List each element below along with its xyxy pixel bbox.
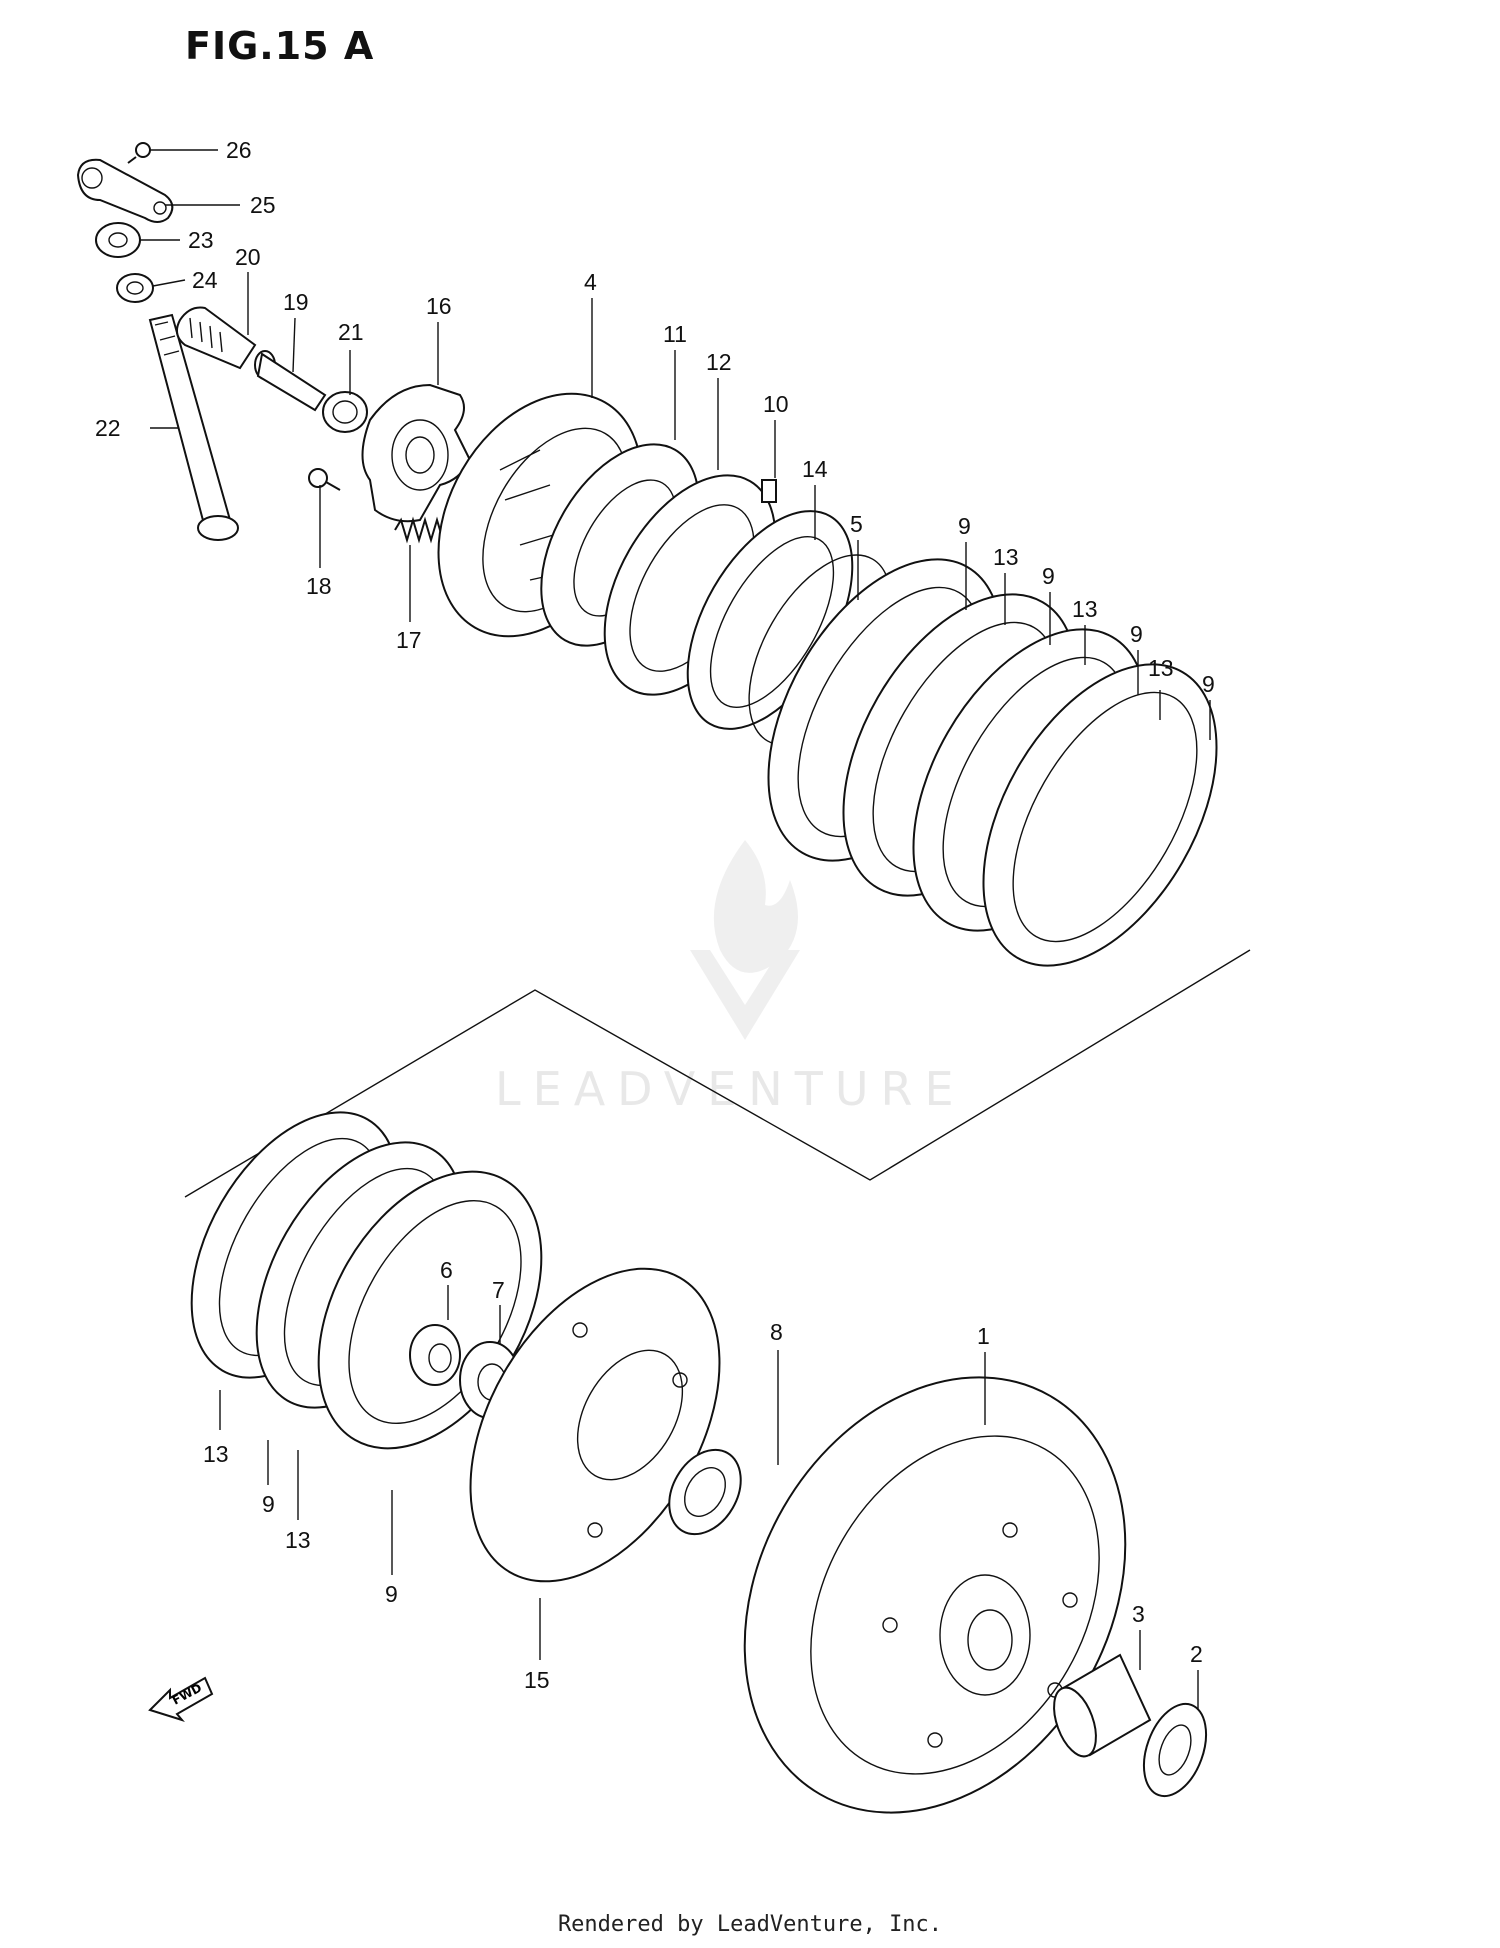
callout-13d: 13 bbox=[203, 1441, 229, 1467]
part-24-washer bbox=[116, 273, 154, 303]
watermark: LEADVENTURE bbox=[495, 840, 966, 1116]
part-26-screw bbox=[127, 142, 151, 164]
part-22-shaft bbox=[148, 313, 239, 541]
clutch-plate-stack-top bbox=[767, 558, 1218, 967]
callout-7: 7 bbox=[492, 1277, 505, 1303]
callout-12: 12 bbox=[706, 349, 732, 375]
callout-20: 20 bbox=[235, 244, 261, 270]
callout-25: 25 bbox=[250, 192, 276, 218]
callout-14: 14 bbox=[802, 456, 828, 482]
callout-18: 18 bbox=[306, 573, 332, 599]
callout-labels: 26 25 23 24 20 19 22 21 16 18 17 4 11 12… bbox=[95, 137, 1215, 1693]
footer-credit: Rendered by LeadVenture, Inc. bbox=[557, 1912, 943, 1937]
watermark-text: LEADVENTURE bbox=[495, 1062, 966, 1116]
part-2-washer bbox=[1142, 1702, 1208, 1798]
part-20-push-rod bbox=[175, 306, 257, 370]
callout-9a: 9 bbox=[958, 513, 971, 539]
part-3-spacer bbox=[1053, 1653, 1152, 1758]
part-19-pin bbox=[254, 350, 327, 412]
part-6-nut bbox=[409, 1324, 461, 1386]
callout-6: 6 bbox=[440, 1257, 453, 1283]
section-break-line bbox=[184, 949, 1251, 1198]
callout-8: 8 bbox=[770, 1319, 783, 1345]
part-1-clutch-housing bbox=[743, 1376, 1127, 1814]
part-10-pin bbox=[761, 479, 777, 503]
callout-22: 22 bbox=[95, 415, 121, 441]
callout-11: 11 bbox=[663, 321, 687, 347]
callout-9f: 9 bbox=[385, 1581, 398, 1607]
callout-24: 24 bbox=[192, 267, 218, 293]
callout-9d: 9 bbox=[1202, 671, 1215, 697]
callout-9c: 9 bbox=[1130, 621, 1143, 647]
callout-16: 16 bbox=[426, 293, 452, 319]
callout-13a: 13 bbox=[993, 544, 1019, 570]
callout-10: 10 bbox=[763, 391, 789, 417]
part-25-lever bbox=[76, 158, 174, 223]
callout-4: 4 bbox=[584, 269, 597, 295]
callout-9b: 9 bbox=[1042, 563, 1055, 589]
part-18-bolt bbox=[308, 468, 341, 491]
callout-21: 21 bbox=[338, 319, 364, 345]
callout-3: 3 bbox=[1132, 1601, 1145, 1627]
part-8-thrust-washer bbox=[668, 1448, 742, 1536]
callout-13b: 13 bbox=[1072, 596, 1098, 622]
callout-19: 19 bbox=[283, 289, 309, 315]
callout-13c: 13 bbox=[1148, 655, 1174, 681]
part-21-bearing bbox=[322, 391, 368, 433]
callout-13e: 13 bbox=[285, 1527, 311, 1553]
callout-15: 15 bbox=[524, 1667, 550, 1693]
callout-17: 17 bbox=[396, 627, 422, 653]
callout-26: 26 bbox=[226, 137, 252, 163]
callout-leaders bbox=[140, 149, 1211, 1710]
callout-5: 5 bbox=[850, 511, 863, 537]
callout-23: 23 bbox=[188, 227, 214, 253]
callout-9e: 9 bbox=[262, 1491, 275, 1517]
callout-2: 2 bbox=[1190, 1641, 1203, 1667]
callout-1: 1 bbox=[977, 1323, 990, 1349]
figure-title: FIG.15 A bbox=[185, 24, 375, 68]
part-23-seal bbox=[95, 222, 141, 258]
fwd-arrow-icon: FWD bbox=[148, 1676, 214, 1722]
